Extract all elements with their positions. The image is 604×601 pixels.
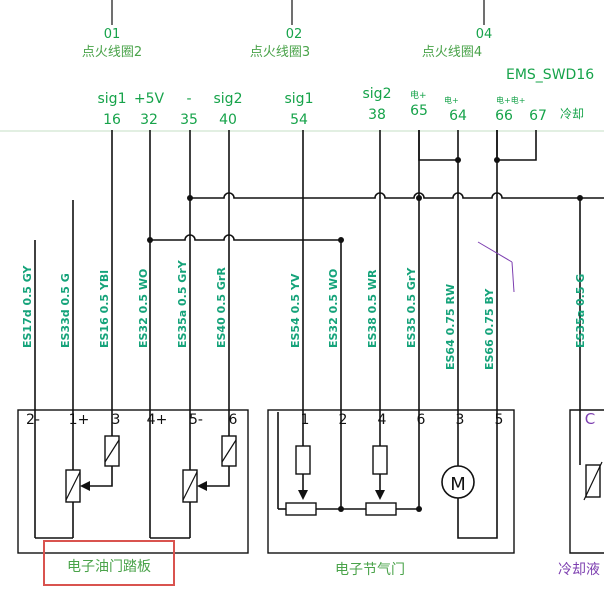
wires	[34, 130, 604, 412]
pin-label-minus: -	[186, 91, 191, 107]
throttle-pot-2-resistor	[372, 445, 388, 475]
ems-small-label-2: 电+	[444, 95, 459, 105]
pedal-pin-4: 4+	[147, 412, 168, 428]
coolant-component: C 冷却液	[558, 409, 604, 578]
throttle-pin-5: 5	[495, 412, 504, 428]
pin-label-sig2-b: sig2	[363, 86, 392, 102]
pin-label-sig2-a: sig2	[214, 91, 243, 107]
throttle-pin-3: 3	[456, 412, 465, 428]
wire-label-es38: ES38 0.5 WR	[366, 269, 379, 348]
throttle-pin-1: 1	[301, 412, 310, 428]
pedal-pin-1: 1+	[69, 412, 90, 428]
coolant-sensor	[585, 464, 601, 498]
wire-label-es32-b: ES32 0.5 WO	[327, 269, 340, 348]
pin-number-16: 16	[103, 112, 121, 128]
ecu-pin-labels: sig1 +5V - sig2 sig1 sig2 16 32 35 40 54…	[98, 86, 547, 128]
throttle-pin-4: 4	[378, 412, 387, 428]
pedal-pin-5: 5-	[189, 412, 203, 428]
pedal-component: 2- 1+ 3 4+ 5- 6 电子油门踏板	[17, 409, 249, 586]
wire-labels: ES17d 0.5 GY ES33d 0.5 G ES16 0.5 YBl ES…	[21, 259, 587, 370]
pedal-pin-2: 2-	[26, 412, 40, 428]
relay-04-number: 04	[476, 27, 493, 42]
pedal-pin-3: 3	[112, 412, 121, 428]
ems-small-label-4: 冷却	[560, 107, 584, 121]
pedal-label: 电子油门踏板	[67, 559, 151, 575]
pin-number-35: 35	[180, 112, 198, 128]
ems-connector-label: EMS_SWD16	[506, 67, 594, 83]
ems-small-label-3: 电+电+	[496, 95, 525, 105]
wire-label-es32-a: ES32 0.5 WO	[137, 269, 150, 348]
wire-label-es16: ES16 0.5 YBl	[98, 270, 111, 348]
relay-01-number: 01	[104, 27, 121, 42]
pin-number-65: 65	[410, 103, 428, 119]
relay-01-name: 点火线圈2	[82, 45, 142, 60]
pin-number-66: 66	[495, 108, 513, 124]
pin-label-sig1-a: sig1	[98, 91, 127, 107]
pin-number-67: 67	[529, 108, 547, 124]
wire-label-es35: ES35 0.5 GrY	[405, 267, 418, 348]
coolant-label: 冷却液	[558, 562, 600, 578]
wire-label-es64: ES64 0.75 RW	[444, 284, 457, 370]
throttle-pin-6: 6	[417, 412, 426, 428]
pin-number-64: 64	[449, 108, 467, 124]
throttle-track-1	[285, 502, 317, 516]
relay-labels: 01 点火线圈2 02 点火线圈3 04 点火线圈4 EMS_SWD16 电+ …	[82, 0, 594, 121]
wire-label-es35a: ES35a 0.5 GrY	[176, 259, 189, 348]
ems-small-label-1: 电+	[410, 89, 427, 101]
pin-number-38: 38	[368, 107, 386, 123]
wire-label-es40: ES40 0.5 GrR	[215, 267, 228, 348]
pin-number-32: 32	[140, 112, 158, 128]
throttle-pot-1-resistor	[295, 445, 311, 475]
throttle-label: 电子节气门	[335, 562, 405, 578]
pin-label-5v: +5V	[134, 91, 165, 107]
pedal-highlight-box	[43, 540, 175, 586]
pin-number-40: 40	[219, 112, 237, 128]
wire-label-es33d: ES33d 0.5 G	[59, 273, 72, 348]
wire-label-es17d: ES17d 0.5 GY	[21, 264, 34, 348]
throttle-component: 1 2 4 6 3 5 M 电子节气门	[267, 409, 515, 578]
throttle-pin-2: 2	[339, 412, 348, 428]
relay-02-name: 点火线圈3	[250, 45, 310, 60]
relay-04-name: 点火线圈4	[422, 45, 482, 60]
pin-label-sig1-b: sig1	[285, 91, 314, 107]
wire-label-es54: ES54 0.5 YV	[289, 273, 302, 348]
wire-label-es35a-g: ES35a 0.5 G	[574, 274, 587, 348]
diagonal-marker	[477, 241, 513, 263]
pin-number-54: 54	[290, 112, 308, 128]
relay-02-number: 02	[286, 27, 303, 42]
throttle-track-2	[365, 502, 397, 516]
throttle-motor-label: M	[450, 474, 466, 495]
pedal-pin-6: 6	[229, 412, 238, 428]
wire-label-es66: ES66 0.75 BY	[483, 288, 496, 370]
coolant-pin: C	[585, 410, 595, 428]
